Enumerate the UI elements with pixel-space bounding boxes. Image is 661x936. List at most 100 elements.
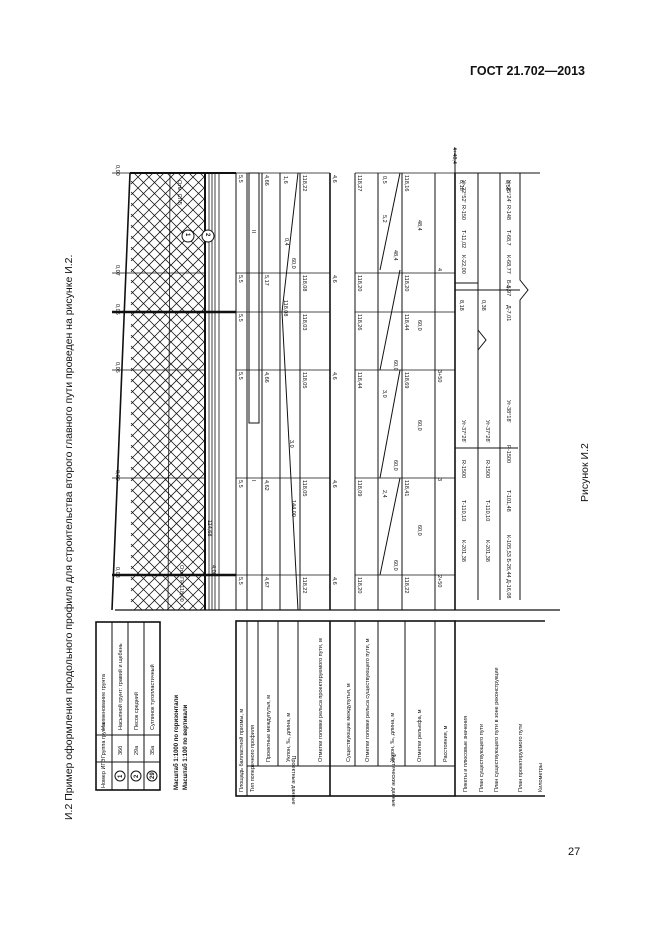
profile-type: II [250,230,256,234]
row-label: Площадь балластной призмы, м [238,709,245,792]
design-mark: 118,05 [301,372,307,388]
row-label: Расстояния, м [443,725,449,762]
picket-value: 3 [436,478,442,481]
soil-group: 35а [150,745,156,755]
existing-slope-line [379,172,401,271]
ground-mark: Отм.ГР 118,00 [178,565,184,602]
row-label: Отметки головки рельса проектируемого пу… [318,638,324,762]
plan-curve-param: R-1500 [460,460,466,478]
ballast-value: 5,5 [237,480,243,488]
group-label-design: Проектные данные [290,755,296,804]
plan-curve-param: К-201,38 [484,540,490,562]
relief-mark: 118,69 [403,372,409,388]
row-label: План существующего пути [479,724,485,792]
design-spacing: 4,66 [263,372,269,383]
soil-num: 2 [134,774,140,778]
picket-value: 3+50 [436,370,442,382]
plan-curve-param: К-68,77 [505,255,511,274]
existing-slope: 0,5 [381,176,387,184]
ballast-value: 5,5 [237,275,243,283]
plan-curve-param: R-148 [505,205,511,220]
soil-header-name: Наименование грунта [101,673,107,730]
plan-curve-param: T-110,10 [460,500,466,521]
existing-mark: 118,20 [356,275,362,291]
distance-value: 60,0 [416,420,422,431]
row-labels-table [235,620,545,797]
relief-mark: 118,41 [403,480,409,496]
soil-name: Песок средний [133,692,140,730]
existing-mark: 118,27 [356,175,362,191]
relief-mark: 118,22 [403,577,409,593]
relief-mark: 118,16 [403,175,409,191]
station-offset: 0,05 [114,362,120,373]
ballast-value: 5,5 [237,175,243,183]
plan-curve-param: Уг-37°28' [484,420,490,443]
existing-slope-line [379,269,401,371]
soil-num: 1 [118,774,124,778]
existing-mark: 118,26 [356,314,362,330]
kilometer-value: 4+48,4 [451,147,457,164]
soil-header-group: Группа грунта [101,722,107,758]
soil-legend-table [95,621,161,791]
soil-group: 29а [134,745,140,755]
design-slope-value: 3,0 [288,440,294,448]
group-label-actual: Фактические данные [390,753,396,806]
plan-small-value: 8,18 [458,180,464,191]
existing-mark: 118,20 [356,577,362,593]
plan-curve-param: R-1500 [484,460,490,478]
plan-curve-param: R-150 [460,205,466,220]
plan-small-value: 0,38 [480,300,486,311]
profile-type: I [250,480,256,482]
existing-slope-line [379,477,401,576]
design-slope-length: 60,0 [290,258,296,269]
plan-small-value: 8,18 [458,300,464,311]
design-slope-line [281,172,299,313]
ballast-value: 5,5 [237,577,243,585]
rail-mark: 114,68 [206,520,212,536]
profile-type-box [248,172,260,424]
soil-group: 36б [118,746,124,755]
existing-slope-line [379,369,401,479]
plan-small-value: 4 [504,285,510,288]
row-label: Уклон, ‰, длина, м [390,713,396,762]
existing-spacing: 4,6 [331,175,337,183]
station-offset: 0,00 [114,470,120,481]
plan-curve-param: Д-7,01 [505,305,511,321]
existing-slope-length: 60,0 [392,360,398,371]
soil-marker-circle [181,229,195,243]
design-mark: 118,05 [301,480,307,496]
existing-slope: 3,0 [381,390,387,398]
design-slope-line [281,311,299,611]
row-label: Отметки рельефа, м [417,709,423,762]
design-spacing: 4,62 [263,480,269,491]
design-mark: 118,22 [301,577,307,593]
existing-slope: 2,4 [381,490,387,498]
soil-num: 29 [150,772,156,779]
design-slope-value: 0,4 [283,238,289,246]
existing-slope: 5,2 [381,215,387,223]
soil-marker-label: 2 [204,233,210,237]
document-code: ГОСТ 21.702—2013 [470,64,586,78]
existing-mark: 118,09 [356,480,362,496]
design-mark: 118,03 [301,314,307,330]
row-label: План проектируемого пути [518,724,524,792]
soil-header-number: Номер ИГЭ [101,759,107,788]
soil-name: Насыпной грунт: гравий и щебень [117,643,124,730]
row-label: План существующего пути в зоне реконстру… [494,667,500,792]
scale-horizontal: Масштаб 1:1000 по горизонтали [173,695,180,790]
plan-curve-param: Б-5,97 [505,280,511,296]
existing-slope-length: 60,0 [392,460,398,471]
distance-value: 48,4 [416,220,422,231]
row-label: Проектные междупутья, м [266,695,272,762]
distance-value: 60,0 [416,320,422,331]
page-number: 27 [568,846,581,858]
relief-mark: 118,44 [403,314,409,330]
ground-label: Отм. СПБ [176,180,182,206]
ground-surface-line [111,172,131,611]
soil-marker-circle [201,229,215,243]
soil-marker-label: 1 [184,233,190,237]
row-label: Уклон, ‰, длина, м [286,713,292,762]
existing-spacing: 4,6 [331,372,337,380]
plan-curve-param: К-105,53 Б-26,44 Д-16,08 [505,535,511,598]
